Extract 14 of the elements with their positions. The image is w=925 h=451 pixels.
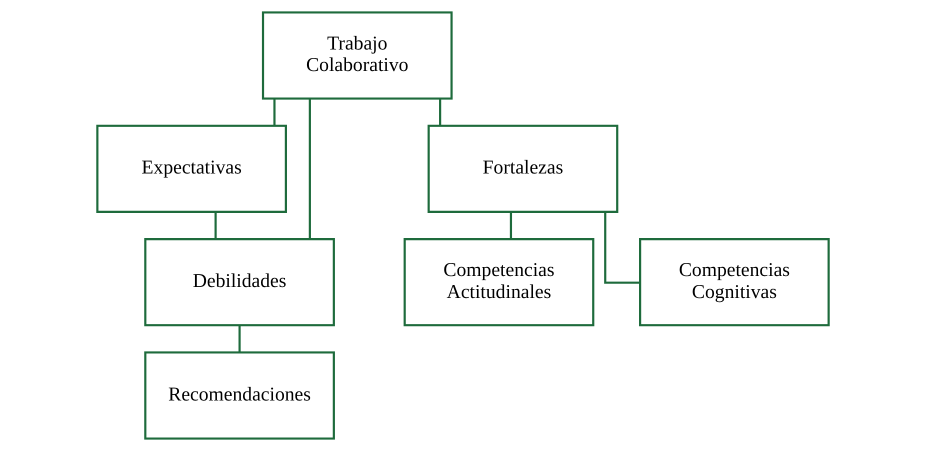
node-box: Fortalezas	[427, 124, 618, 213]
connector	[438, 98, 441, 126]
node-box: Competencias Cognitivas	[638, 238, 830, 326]
connector	[272, 98, 276, 126]
connector	[509, 212, 512, 240]
connector	[308, 98, 310, 239]
node-box: Recomendaciones	[144, 351, 334, 440]
connector	[214, 212, 216, 240]
node-box: Expectativas	[96, 124, 286, 213]
node-box: Trabajo Colaborativo	[261, 11, 452, 100]
node-box: Debilidades	[144, 238, 334, 326]
node-box: Competencias Actitudinales	[403, 238, 594, 326]
connector	[238, 325, 240, 352]
connector	[604, 212, 640, 284]
